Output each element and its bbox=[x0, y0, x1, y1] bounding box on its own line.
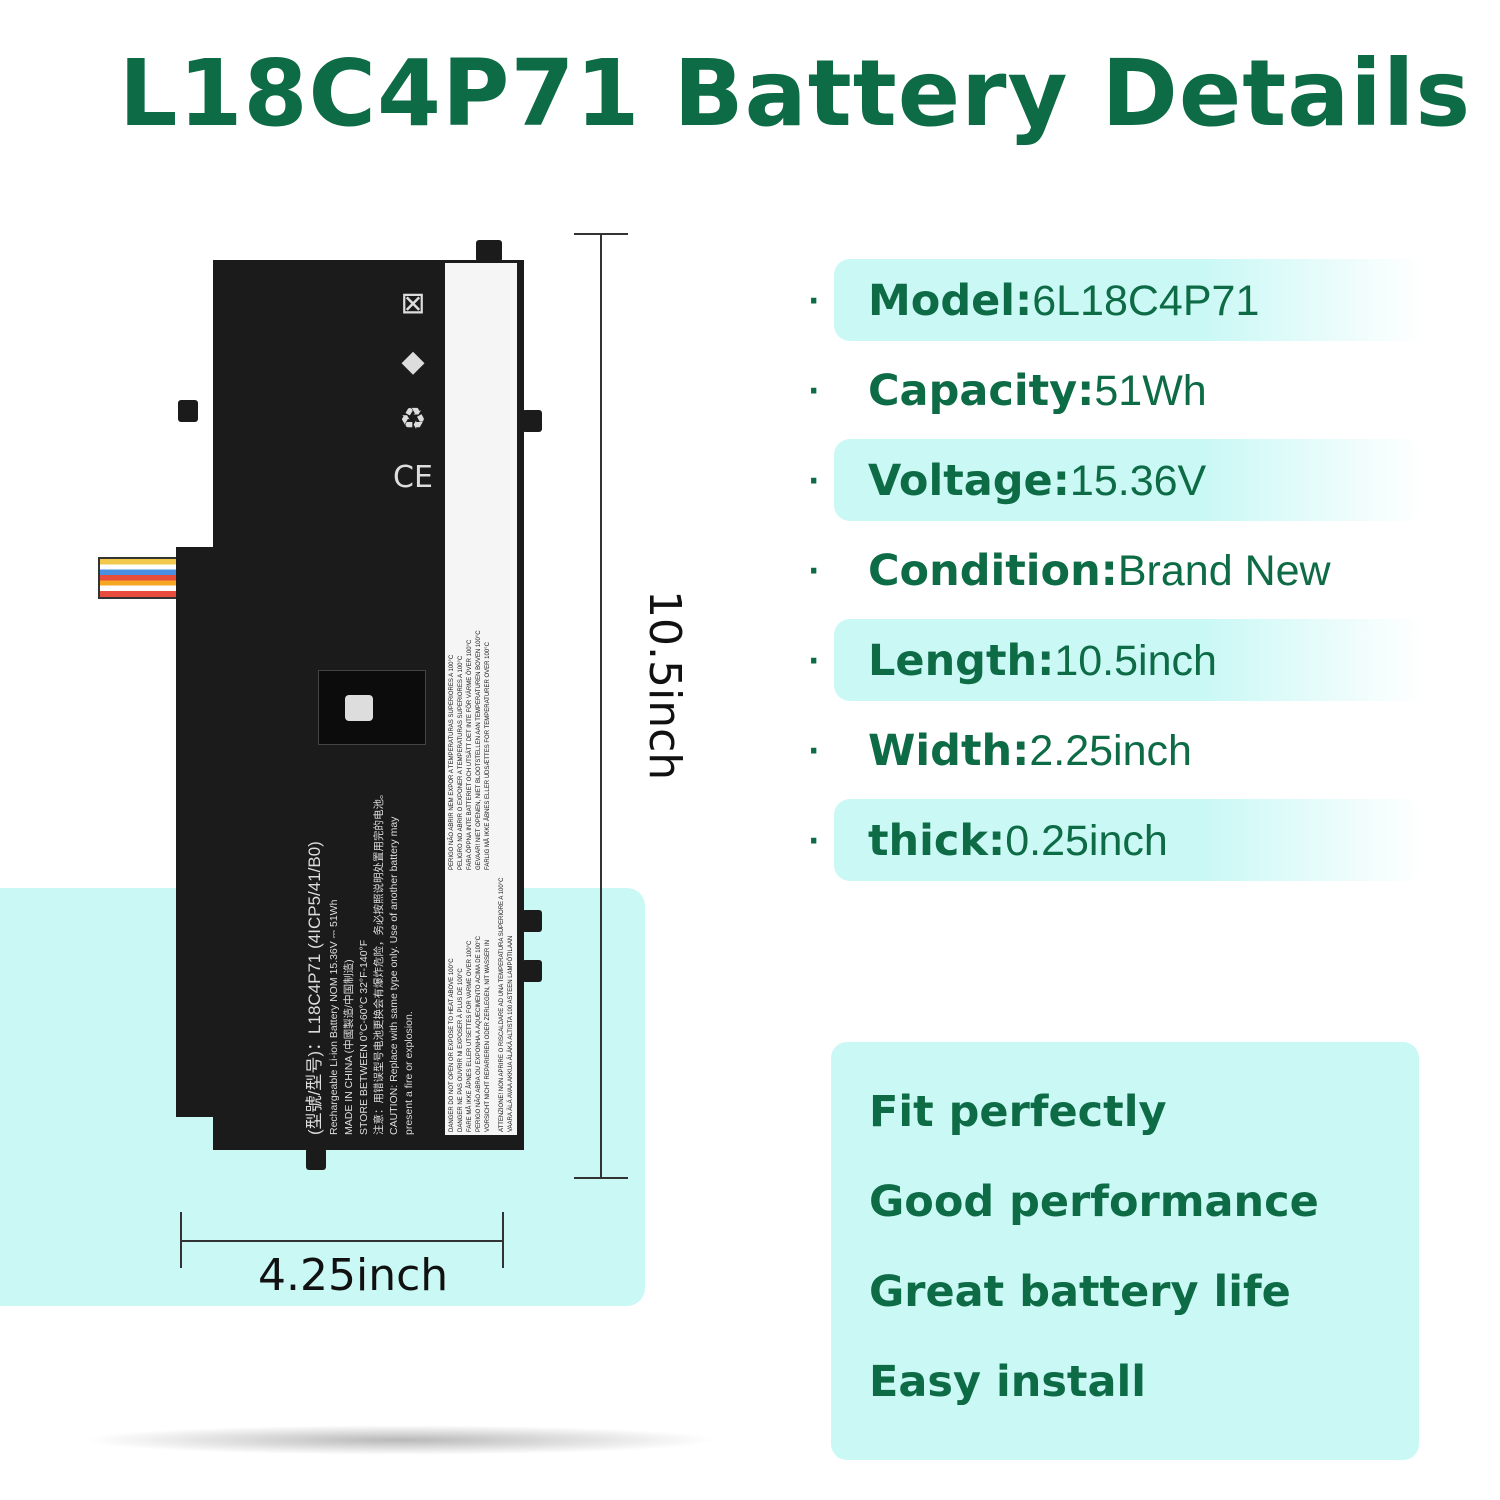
spec-label: Voltage: bbox=[868, 456, 1070, 506]
dimension-tick bbox=[574, 1177, 628, 1179]
spec-value: 6L18C4P71 bbox=[1032, 276, 1260, 325]
mount-tab bbox=[178, 400, 198, 422]
mount-tab bbox=[522, 410, 542, 432]
recycle-icon: ♻ bbox=[399, 402, 427, 437]
warning-text: PERIGO NÃO ABRIR NEM EXPOR A TEMPERATURA… bbox=[449, 630, 491, 870]
spec-voltage: · Voltage: 15.36V bbox=[808, 436, 1428, 526]
bullet-icon: · bbox=[808, 283, 820, 319]
spec-value: 10.5inch bbox=[1054, 636, 1217, 685]
spec-thick: · thick:0.25inch bbox=[808, 796, 1428, 886]
spec-width: · Width:2.25inch bbox=[808, 706, 1428, 796]
weee-icon: ⊠ bbox=[400, 286, 426, 321]
spec-label: Condition: bbox=[868, 546, 1118, 596]
page-title: L18C4P71 Battery Details bbox=[118, 40, 1472, 147]
dimension-tick bbox=[180, 1212, 182, 1268]
spec-value: 51Wh bbox=[1094, 366, 1207, 415]
spec-label: Width: bbox=[868, 726, 1030, 776]
bullet-icon: · bbox=[808, 463, 820, 499]
battery-label-text: (型號/型号)：L18C4P71 (4ICP5/41/B0) Rechargea… bbox=[305, 788, 415, 1136]
dimension-tick bbox=[502, 1212, 504, 1268]
spec-condition: · Condition: Brand New bbox=[808, 526, 1428, 616]
warning-text: DANGER DO NOT OPEN OR EXPOSE TO HEAT ABO… bbox=[449, 935, 491, 1132]
spec-label: thick: bbox=[868, 816, 1006, 866]
bullet-icon: · bbox=[808, 643, 820, 679]
bullet-icon: · bbox=[808, 373, 820, 409]
battery-connector bbox=[98, 557, 178, 599]
certification-icons: ⊠ ◆ ♻ CE bbox=[388, 275, 438, 507]
bullet-icon: · bbox=[808, 823, 820, 859]
feature-item: Easy install bbox=[869, 1357, 1146, 1407]
battery-window bbox=[318, 670, 426, 745]
features-panel: Fit perfectly Good performance Great bat… bbox=[831, 1042, 1419, 1460]
spec-value: Brand New bbox=[1117, 546, 1331, 595]
ce-mark-icon: CE bbox=[393, 460, 433, 495]
mount-tab bbox=[306, 1148, 326, 1170]
spec-value: 2.25inch bbox=[1029, 726, 1192, 775]
warning-text: ATTENZIONE! NON APRIRE O RISCALDARE AD U… bbox=[499, 877, 514, 1132]
mount-tab bbox=[522, 910, 542, 932]
spec-model: · Model:6L18C4P71 bbox=[808, 256, 1428, 346]
height-dimension-line bbox=[600, 233, 602, 1178]
mount-tab bbox=[476, 240, 502, 262]
spec-value: 15.36V bbox=[1069, 456, 1207, 505]
dimension-tick bbox=[574, 233, 628, 235]
spec-length: · Length:10.5inch bbox=[808, 616, 1428, 706]
spec-capacity: · Capacity:51Wh bbox=[808, 346, 1428, 436]
feature-item: Fit perfectly bbox=[869, 1087, 1167, 1137]
battery-image: ⊠ ◆ ♻ CE (型號/型号)：L18C4P71 (4ICP5/41/B0) … bbox=[98, 240, 542, 1170]
battery-step bbox=[176, 547, 216, 1117]
spec-label: Model: bbox=[868, 276, 1033, 326]
spec-label: Length: bbox=[868, 636, 1055, 686]
spec-list: · Model:6L18C4P71 · Capacity:51Wh · Voltage… bbox=[808, 256, 1428, 886]
mount-tab bbox=[522, 960, 542, 982]
product-shadow bbox=[80, 1425, 720, 1455]
width-label: 4.25inch bbox=[258, 1250, 449, 1301]
bullet-icon: · bbox=[808, 553, 820, 589]
safety-mark-icon: ◆ bbox=[401, 344, 425, 379]
width-dimension-line bbox=[180, 1240, 503, 1242]
feature-item: Great battery life bbox=[869, 1267, 1291, 1317]
bullet-icon: · bbox=[808, 733, 820, 769]
feature-item: Good performance bbox=[869, 1177, 1319, 1227]
spec-label: Capacity: bbox=[868, 366, 1095, 416]
height-label: 10.5inch bbox=[639, 590, 690, 781]
spec-value: 0.25inch bbox=[1005, 816, 1168, 865]
warning-sticker bbox=[445, 263, 517, 1135]
